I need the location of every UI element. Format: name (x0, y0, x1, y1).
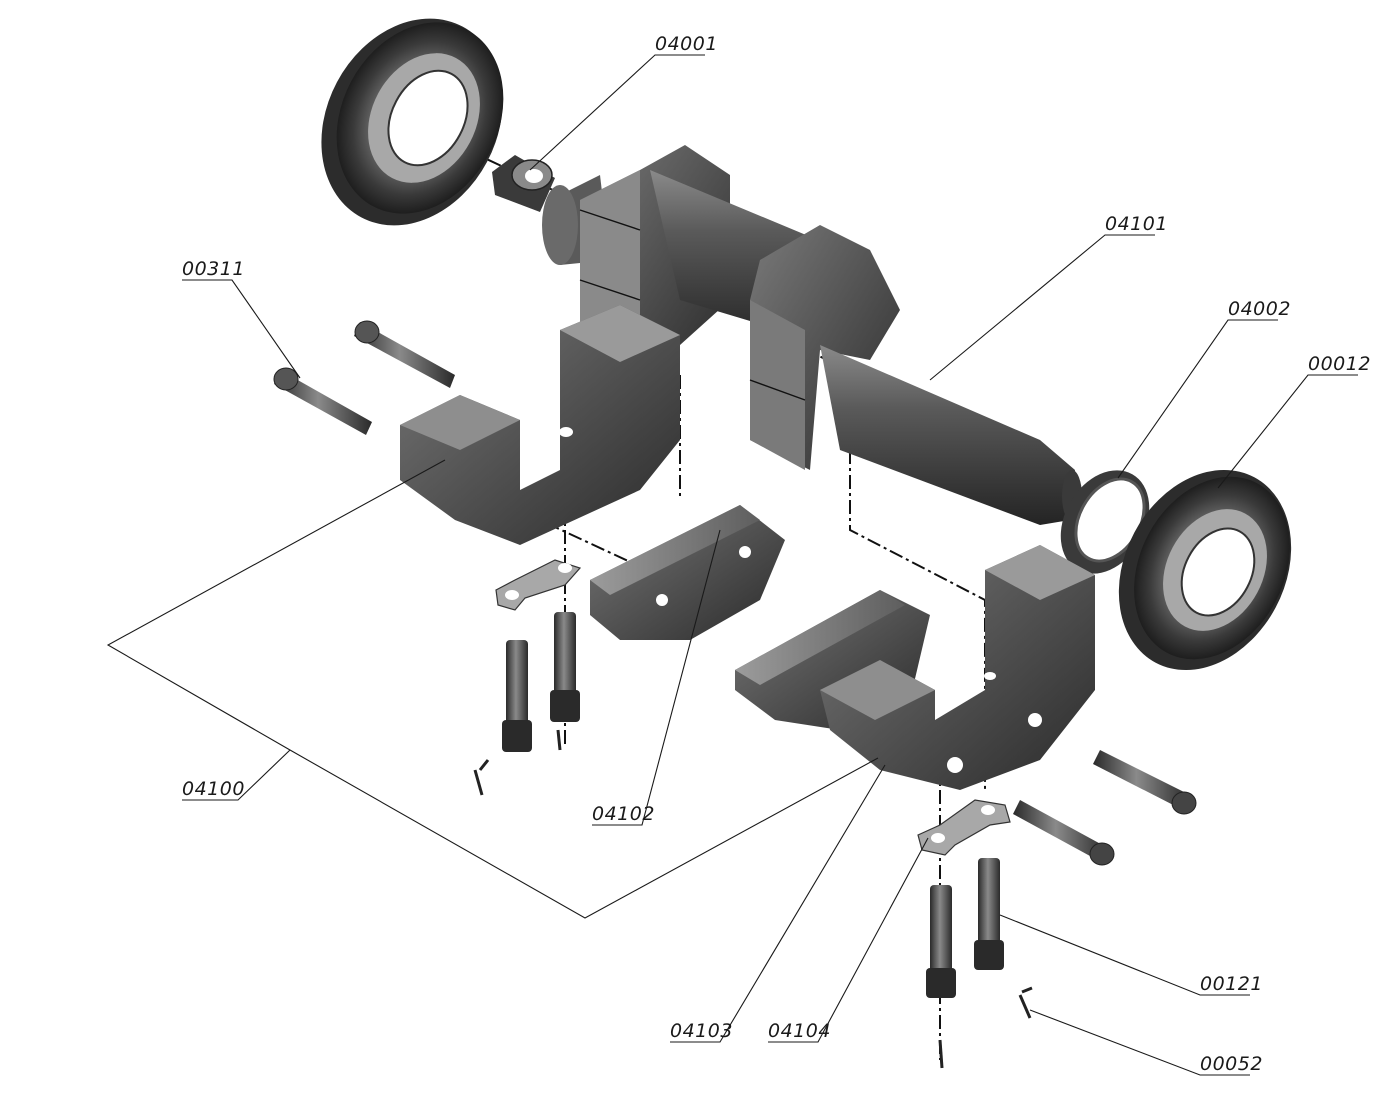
cotter-pins (473, 729, 1033, 1069)
callout-00311: 00311 (182, 258, 245, 280)
callout-00121: 00121 (1200, 973, 1263, 995)
bearing-right (1118, 469, 1292, 671)
leader-04103 (670, 764, 886, 1043)
lock-plate-right (917, 799, 1011, 856)
leader-lines (106, 54, 1358, 1076)
seal-ring (1060, 470, 1150, 574)
lock-plate-left (495, 559, 582, 611)
leader-04100 (106, 459, 879, 919)
leader-04104 (768, 837, 929, 1043)
leader-04001 (529, 54, 705, 171)
callout-04100: 04100 (182, 778, 245, 800)
callout-04102: 04102 (592, 803, 655, 825)
bracket-left (400, 305, 680, 545)
leader-00052 (1029, 1009, 1250, 1076)
leader-04101 (929, 234, 1155, 381)
leader-00012 (1217, 374, 1358, 489)
cap-left (590, 505, 785, 640)
callout-04103: 04103 (670, 1020, 733, 1042)
bracket-right (820, 545, 1095, 790)
leader-00311 (182, 279, 301, 379)
leader-04002 (1117, 319, 1278, 479)
callout-00052: 00052 (1200, 1053, 1263, 1075)
callout-labels: 04001 04101 00311 04002 00012 04100 0410… (182, 33, 1371, 1075)
leader-04102 (592, 529, 721, 826)
callout-04001: 04001 (655, 33, 718, 55)
leader-00121 (999, 914, 1250, 996)
bearing-left (321, 18, 504, 226)
cap-screws-left (273, 320, 455, 435)
spacer-sleeve (492, 155, 555, 212)
callout-04002: 04002 (1228, 298, 1291, 320)
bolts-right (926, 858, 1004, 998)
cap-screws-right (1013, 750, 1197, 866)
callout-00012: 00012 (1308, 353, 1371, 375)
callout-04101: 04101 (1105, 213, 1168, 235)
callout-04104: 04104 (768, 1020, 831, 1042)
bolts-left (502, 612, 580, 752)
